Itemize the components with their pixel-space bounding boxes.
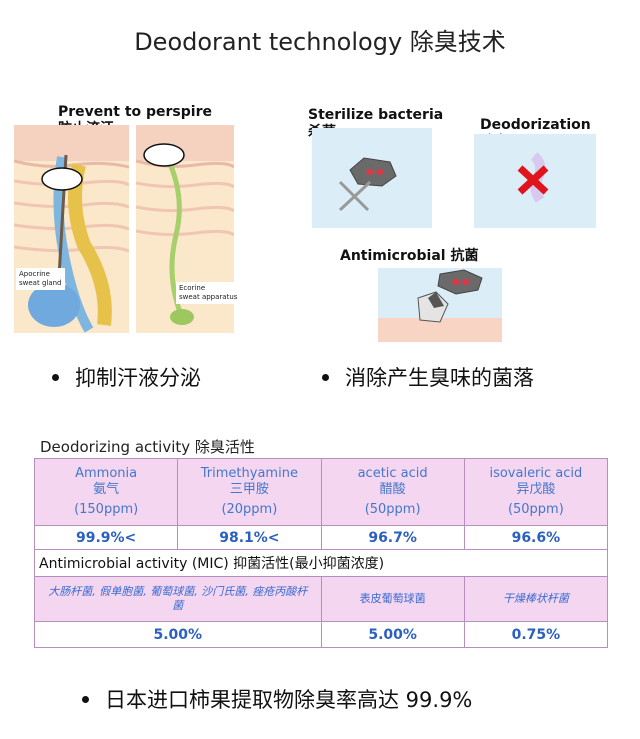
bullet-bacteria-text: 消除产生臭味的菌落 — [345, 366, 534, 390]
page-title: Deodorant technology 除臭技术 — [134, 28, 506, 56]
table-header-row: Ammonia 氨气 (150ppm) Trimethyamine 三甲胺 (2… — [33, 458, 609, 526]
deodorizing-value: 99.9%< — [33, 525, 179, 550]
apocrine-label-2: sweat gland — [19, 279, 62, 287]
bullet-persimmon-text: 日本进口柿果提取物除臭率高达 99.9% — [105, 688, 473, 712]
apocrine-label-1: Apocrine — [19, 270, 50, 278]
compound-zh: 三甲胺 — [229, 482, 269, 497]
table-row: 大肠杆菌, 假单胞菌, 葡萄球菌, 沙门氏菌, 痤疮丙酸杆菌 表皮葡萄球菌 干燥… — [34, 576, 609, 622]
deodorizing-value: 96.7% — [320, 525, 465, 550]
compound-zh: 异戊酸 — [516, 482, 556, 497]
mic-title: Antimicrobial activity (MIC) 抑菌活性(最小抑菌浓度… — [34, 549, 608, 577]
compound-en: Ammonia — [75, 466, 138, 481]
compound-zh: 氨气 — [93, 482, 120, 497]
bacteria-name: 大肠杆菌, 假单胞菌, 葡萄球菌, 沙门氏菌, 痤疮丙酸杆菌 — [34, 576, 322, 622]
sterilize-illustration — [312, 128, 432, 228]
bacteria-name: 干燥棒状杆菌 — [463, 576, 609, 622]
apocrine-illustration — [14, 125, 129, 333]
compound-ppm: (50ppm) — [364, 502, 421, 517]
antimicrobial-illustration — [378, 268, 502, 342]
mic-value: 5.00% — [34, 621, 322, 648]
table-row: 99.9%< 98.1%< 96.7% 96.6% — [33, 525, 609, 550]
table-header-cell: acetic acid 醋酸 (50ppm) — [320, 458, 465, 526]
eccrine-label-1: Ecorine — [179, 284, 206, 292]
perspire-label-en: Prevent to perspire — [58, 104, 212, 120]
compound-ppm: (50ppm) — [507, 502, 564, 517]
bullet-dot — [322, 373, 329, 381]
bullet-sweat-text: 抑制汗液分泌 — [75, 366, 201, 390]
compound-en: isovaleric acid — [489, 466, 583, 481]
compound-zh: 醋酸 — [379, 482, 406, 497]
eccrine-label-2: sweat apparatus — [179, 293, 238, 301]
table-row: Antimicrobial activity (MIC) 抑菌活性(最小抑菌浓度… — [34, 549, 608, 577]
deodorizing-value: 98.1%< — [177, 525, 322, 550]
table-header-cell: Ammonia 氨气 (150ppm) — [33, 458, 179, 526]
bullet-bacteria: 消除产生臭味的菌落 — [322, 362, 534, 392]
bullet-dot — [82, 695, 89, 703]
eccrine-label: Ecorine sweat apparatus — [176, 282, 241, 304]
activity-table: Ammonia 氨气 (150ppm) Trimethyamine 三甲胺 (2… — [33, 458, 609, 648]
compound-ppm: (20ppm) — [221, 502, 278, 517]
table-header-cell: Trimethyamine 三甲胺 (20ppm) — [177, 458, 322, 526]
deodorization-label-en: Deodorization — [480, 117, 591, 133]
compound-ppm: (150ppm) — [74, 502, 139, 517]
deodorization-illustration — [474, 134, 596, 228]
antimicrobial-label: Antimicrobial 抗菌 — [340, 248, 479, 264]
deodorizing-activity-title: Deodorizing activity 除臭活性 — [40, 438, 255, 456]
bullet-dot — [52, 373, 59, 381]
bullet-sweat: 抑制汗液分泌 — [52, 362, 201, 392]
sterilize-label-en: Sterilize bacteria — [308, 107, 444, 123]
table-row: 5.00% 5.00% 0.75% — [34, 621, 609, 648]
mic-value: 5.00% — [320, 621, 465, 648]
table-header-cell: isovaleric acid 异戊酸 (50ppm) — [463, 458, 609, 526]
deodorizing-value: 96.6% — [463, 525, 609, 550]
apocrine-label: Apocrine sweat gland — [16, 268, 65, 290]
compound-en: acetic acid — [357, 466, 428, 481]
bacteria-name: 表皮葡萄球菌 — [320, 576, 465, 622]
compound-en: Trimethyamine — [200, 466, 298, 481]
mic-value: 0.75% — [463, 621, 609, 648]
bullet-persimmon: 日本进口柿果提取物除臭率高达 99.9% — [82, 684, 472, 714]
